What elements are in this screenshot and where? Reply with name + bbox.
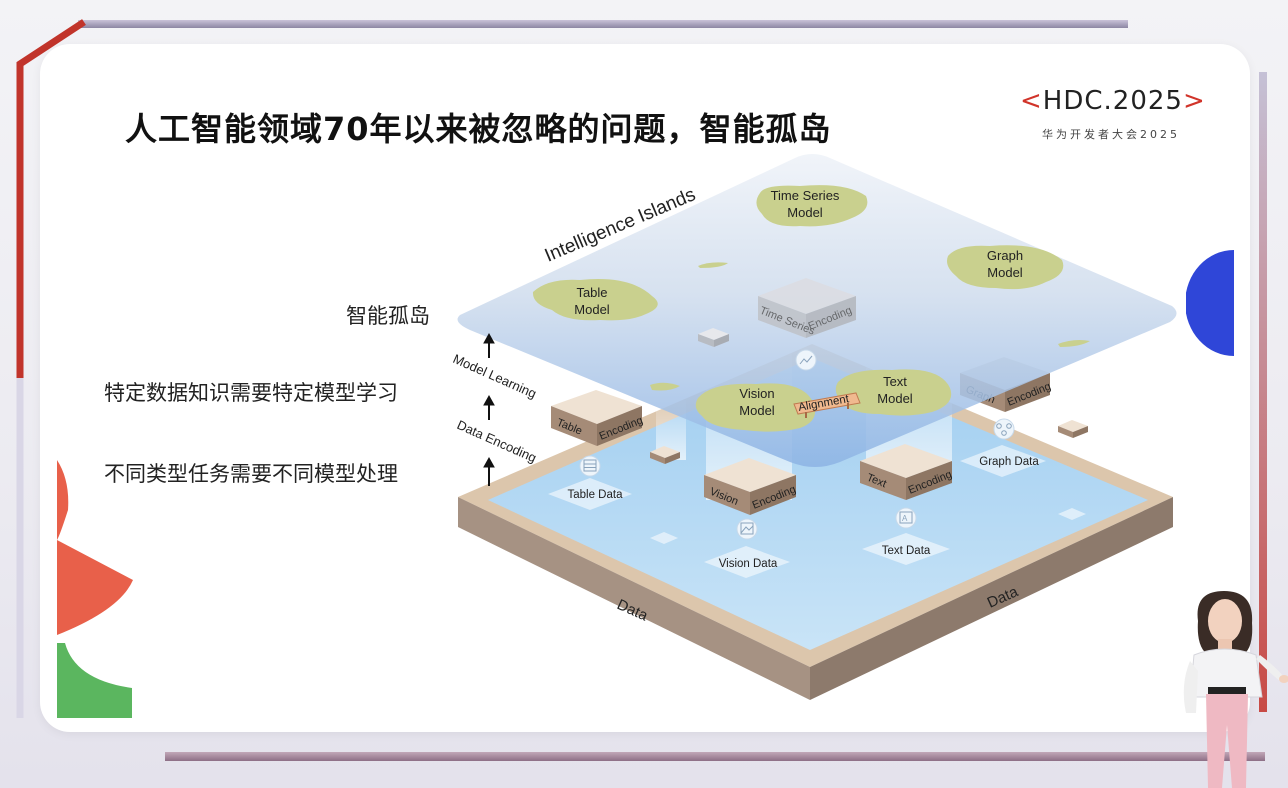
- island-text-label-2: Model: [877, 391, 913, 406]
- hdc-logo: <HDC.2025>: [1020, 86, 1206, 116]
- frame-right-line: [1259, 72, 1267, 712]
- label-intelligence-islands: 智能孤岛: [346, 304, 430, 328]
- table-data-label: Table Data: [568, 489, 624, 501]
- model-learning-label: Model Learning: [451, 351, 539, 401]
- island-vision-label-2: Model: [739, 403, 775, 418]
- small-cube-left: [650, 446, 680, 464]
- island-graph-label-2: Model: [987, 265, 1023, 280]
- time-series-data-icon: [795, 349, 817, 371]
- text-data-label: Text Data: [882, 545, 931, 557]
- frame-top-line: [78, 20, 1128, 28]
- graph-data-label: Graph Data: [979, 456, 1039, 468]
- small-cube-top-left: [698, 328, 729, 347]
- encoder-vision-box: Vision Encoding: [704, 458, 798, 515]
- island-table-label-1: Table: [576, 285, 607, 300]
- island-vision: Vision Model: [695, 383, 816, 432]
- data-encoding-label: Data Encoding: [455, 417, 539, 465]
- frame-red-corner: [16, 19, 86, 718]
- island-graph-label-1: Graph: [987, 248, 1023, 263]
- vision-data-icon: [736, 518, 758, 540]
- small-islands: [650, 262, 1090, 391]
- island-vision-label-1: Vision: [739, 386, 774, 401]
- text-data-icon: A: [895, 507, 917, 529]
- graph-data-icon: [993, 418, 1015, 440]
- small-cube-right: [1058, 420, 1088, 438]
- frame-bottom-line: [165, 752, 1265, 761]
- island-text: Text Model: [835, 369, 952, 416]
- label-specific-data-knowledge: 特定数据知识需要特定模型学习: [104, 381, 398, 405]
- island-time-series-label-2: Model: [787, 205, 823, 220]
- island-graph: Graph Model: [947, 245, 1064, 290]
- island-time-series-label-1: Time Series: [771, 188, 840, 203]
- encoder-time-series-box: Time Series Encoding: [758, 278, 856, 338]
- data-tiles: [548, 445, 1086, 578]
- hdc-logo-text: HDC.2025: [1042, 86, 1183, 116]
- page-title: 人工智能领域70年以来被忽略的问题，智能孤岛: [125, 110, 832, 148]
- vision-data-label: Vision Data: [719, 558, 778, 570]
- island-text-label-1: Text: [883, 374, 907, 389]
- side-arrows: [483, 332, 495, 486]
- island-time-series: Time Series Model: [756, 185, 868, 227]
- island-table-label-2: Model: [574, 302, 610, 317]
- presenter-avatar: [1183, 591, 1288, 788]
- label-different-task-models: 不同类型任务需要不同模型处理: [104, 462, 398, 486]
- hdc-logo-subtitle: 华为开发者大会2025: [1042, 128, 1180, 141]
- svg-text:A: A: [902, 514, 908, 523]
- decor-blue-half-circle: [1186, 250, 1234, 356]
- island-table: Table Model: [532, 279, 658, 321]
- table-data-icon: [579, 455, 601, 477]
- decor-shapes-left: [57, 460, 133, 718]
